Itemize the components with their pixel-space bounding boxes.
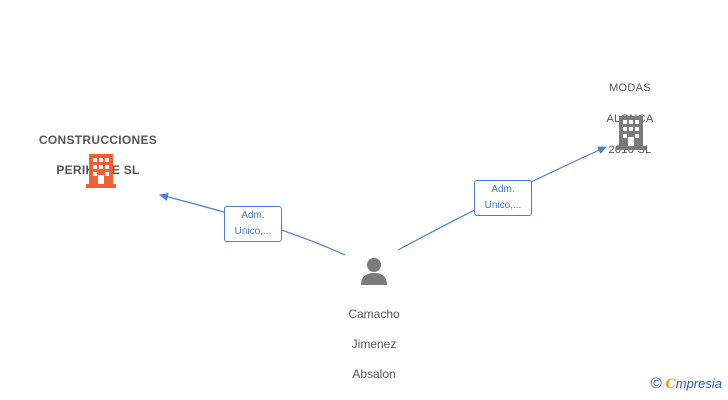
edge-label-detail: Unico,...	[484, 200, 522, 211]
brand-name: mpresia	[675, 376, 722, 391]
edge-label-role: Adm.	[241, 210, 265, 221]
company-name-line1: CONSTRUCCIONES	[38, 133, 158, 147]
person-name-line3: Absalon	[352, 367, 396, 381]
brand-logo-letter: C	[665, 377, 676, 392]
person-name-line1: Camacho	[348, 307, 400, 321]
person-name[interactable]: Camacho Jimenez Absalon	[324, 292, 424, 397]
copyright-symbol: ©	[650, 375, 662, 392]
empresia-watermark: © Cmpresia	[651, 375, 722, 392]
edge-label-left[interactable]: Adm. Unico,...	[224, 206, 282, 242]
edge-label-right[interactable]: Adm. Unico,...	[474, 180, 532, 216]
person-name-line2: Jimenez	[351, 337, 397, 351]
edge-label-role: Adm.	[491, 184, 515, 195]
person-icon[interactable]	[359, 256, 389, 286]
company-name-line1: MODAS	[609, 81, 651, 94]
building-icon[interactable]	[86, 153, 116, 188]
building-icon[interactable]	[616, 115, 646, 150]
edge-label-detail: Unico,...	[234, 226, 272, 237]
